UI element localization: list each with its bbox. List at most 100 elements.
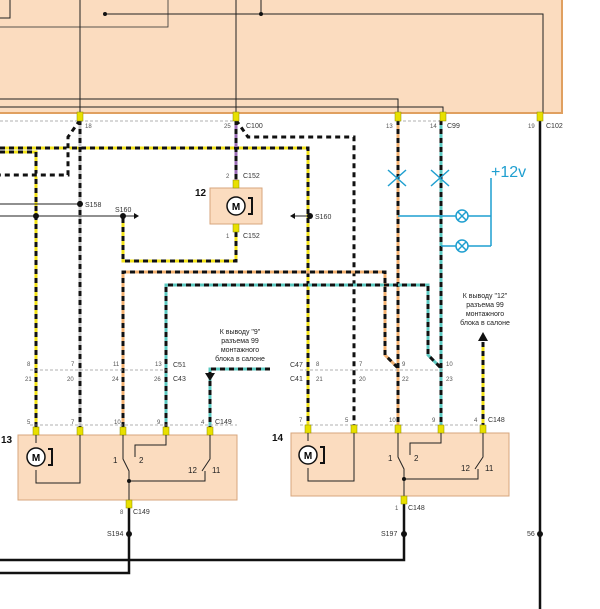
motor-12: M 12 C152 2 C152 1 bbox=[195, 173, 263, 240]
svg-text:12: 12 bbox=[195, 188, 207, 199]
pin-connector bbox=[437, 424, 445, 434]
mounting-block bbox=[0, 0, 563, 114]
svg-text:блока в салоне: блока в салоне bbox=[215, 355, 265, 363]
pin-number: 1 bbox=[395, 506, 399, 512]
svg-text:21: 21 bbox=[316, 377, 323, 383]
wire-stripe bbox=[164, 283, 443, 427]
svg-text:M: M bbox=[232, 202, 240, 213]
svg-text:блока в салоне: блока в салоне bbox=[460, 319, 510, 327]
switch-terminal: 12 bbox=[188, 466, 197, 475]
svg-text:C41: C41 bbox=[290, 376, 303, 383]
motor-icon bbox=[26, 447, 46, 467]
svg-text:монтажного: монтажного bbox=[221, 347, 259, 354]
motor-letter: M bbox=[304, 451, 312, 462]
svg-text:К выводу "12": К выводу "12" bbox=[463, 293, 508, 300]
supply-12v: +12v bbox=[387, 164, 526, 253]
splice-s160-left bbox=[120, 213, 126, 219]
wire-teal bbox=[164, 283, 443, 427]
pin-number: 5 bbox=[27, 420, 31, 426]
pin-number: 7 bbox=[299, 418, 303, 424]
s194-label: S194 bbox=[107, 531, 123, 538]
splice-s158 bbox=[77, 201, 83, 207]
svg-text:8: 8 bbox=[316, 362, 320, 368]
pin-number: 10 bbox=[389, 418, 396, 424]
brush-icon bbox=[320, 446, 325, 464]
splice-dot bbox=[33, 213, 39, 219]
s56-label: 56 bbox=[527, 531, 535, 538]
wire-yellow bbox=[0, 150, 38, 427]
s197-label: S197 bbox=[381, 531, 397, 538]
splice-s160-right bbox=[307, 213, 313, 219]
pin-connector bbox=[206, 426, 214, 436]
pin-connector bbox=[119, 426, 127, 436]
svg-text:монтажного: монтажного bbox=[466, 311, 504, 318]
connector-label: C148 bbox=[408, 505, 425, 512]
pin-number: 9 bbox=[432, 418, 436, 424]
pin-connector bbox=[304, 424, 312, 434]
motor-wiring bbox=[307, 433, 355, 482]
svg-text:C43: C43 bbox=[173, 376, 186, 383]
svg-text:11: 11 bbox=[113, 362, 120, 368]
connector-label: C149 bbox=[133, 509, 150, 516]
junction bbox=[402, 477, 406, 481]
pin-number: 4 bbox=[201, 420, 205, 426]
svg-text:8: 8 bbox=[27, 362, 31, 368]
wire-stripe bbox=[0, 150, 38, 427]
switch-terminal: 11 bbox=[485, 464, 494, 473]
svg-text:21: 21 bbox=[25, 377, 32, 383]
motor-icon bbox=[298, 445, 318, 465]
wire-stripe bbox=[121, 216, 238, 263]
wire-stripe bbox=[0, 119, 82, 177]
connector-label: C148 bbox=[488, 417, 505, 424]
svg-text:19: 19 bbox=[528, 124, 535, 130]
c99-label: C99 bbox=[447, 123, 460, 130]
svg-text:26: 26 bbox=[154, 377, 161, 383]
svg-text:C152: C152 bbox=[243, 173, 260, 180]
switch-terminal: 11 bbox=[212, 466, 221, 475]
svg-text:1: 1 bbox=[226, 234, 230, 240]
module-body bbox=[290, 432, 510, 497]
s160-right-label: S160 bbox=[315, 214, 331, 221]
pin-number: 7 bbox=[71, 420, 75, 426]
svg-text:9: 9 bbox=[402, 362, 406, 368]
svg-text:13: 13 bbox=[386, 124, 393, 130]
junction bbox=[127, 479, 131, 483]
svg-text:разъема 99: разъема 99 bbox=[221, 338, 259, 345]
note-right: К выводу "12" разъема 99 монтажного блок… bbox=[460, 293, 510, 341]
pin-number: 9 bbox=[157, 420, 161, 426]
module-label: 13 bbox=[1, 435, 13, 446]
svg-text:7: 7 bbox=[71, 362, 75, 368]
switch-terminal: 12 bbox=[461, 464, 470, 473]
pin-connector bbox=[479, 424, 487, 434]
svg-text:22: 22 bbox=[402, 377, 409, 383]
svg-text:К выводу "9": К выводу "9" bbox=[220, 329, 261, 336]
supply-label: +12v bbox=[491, 164, 526, 181]
svg-text:10: 10 bbox=[446, 362, 453, 368]
svg-text:24: 24 bbox=[112, 377, 119, 383]
svg-text:13: 13 bbox=[155, 362, 162, 368]
svg-text:20: 20 bbox=[359, 377, 366, 383]
svg-text:18: 18 bbox=[85, 124, 92, 130]
brush-icon bbox=[48, 448, 53, 466]
svg-text:14: 14 bbox=[430, 124, 437, 130]
wire-stripe bbox=[208, 367, 270, 427]
svg-text:23: 23 bbox=[446, 377, 453, 383]
motor-icon bbox=[226, 196, 246, 216]
bottom-connector bbox=[125, 499, 133, 509]
pin-connector bbox=[32, 426, 40, 436]
pin-number: 4 bbox=[474, 418, 478, 424]
svg-text:25: 25 bbox=[224, 124, 231, 130]
c100-label: C100 bbox=[246, 123, 263, 130]
svg-text:C51: C51 bbox=[173, 362, 186, 369]
module-label: 14 bbox=[272, 433, 284, 444]
c102-label: C102 bbox=[546, 123, 563, 130]
switch-terminal: 1 bbox=[113, 456, 118, 465]
motor-wiring bbox=[35, 435, 81, 484]
svg-text:20: 20 bbox=[67, 377, 74, 383]
pin-number: 8 bbox=[120, 510, 124, 516]
connector-label: C149 bbox=[215, 419, 232, 426]
